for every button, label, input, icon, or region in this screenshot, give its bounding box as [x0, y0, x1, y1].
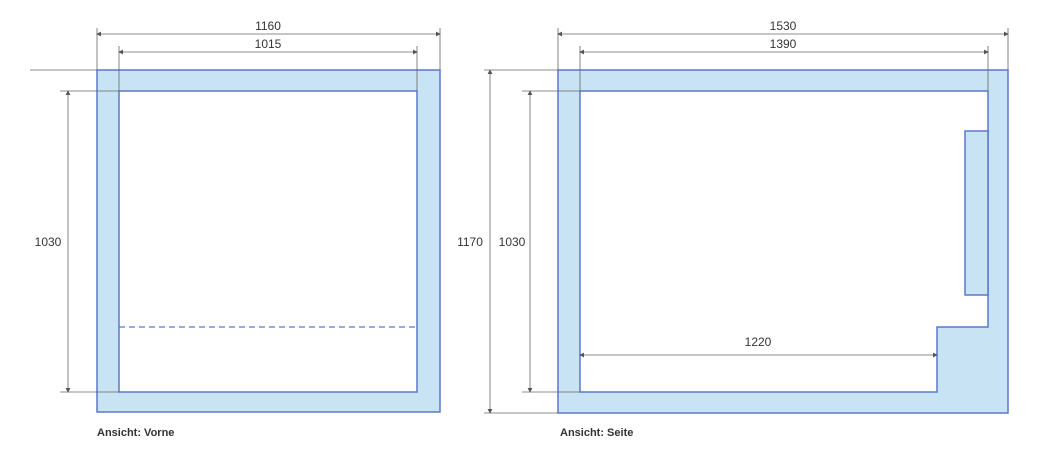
dim-outer-width-text: 1160 [255, 19, 281, 33]
dim-outer-height-text: 1170 [457, 235, 483, 249]
dim-outer-width-text: 1530 [770, 19, 797, 33]
front-inner-space [118, 90, 418, 393]
dim-inner-height-text: 1030 [499, 235, 526, 249]
side-inner-space [579, 90, 989, 393]
dim-inner-width-text: 1015 [255, 37, 282, 51]
dim-inner-height-text: 1030 [35, 235, 62, 249]
dim-floor-length-text: 1220 [745, 335, 772, 349]
front-view-label: Ansicht: Vorne [97, 427, 174, 439]
side-view: 1530 1390 1170 1030 1220 Ansicht: Seite [457, 19, 1009, 439]
dim-inner-width-text: 1390 [770, 37, 797, 51]
side-view-label: Ansicht: Seite [560, 427, 633, 439]
side-panel [964, 130, 989, 296]
front-view: 1160 1015 1030 Ansicht: Vorne [30, 19, 441, 439]
